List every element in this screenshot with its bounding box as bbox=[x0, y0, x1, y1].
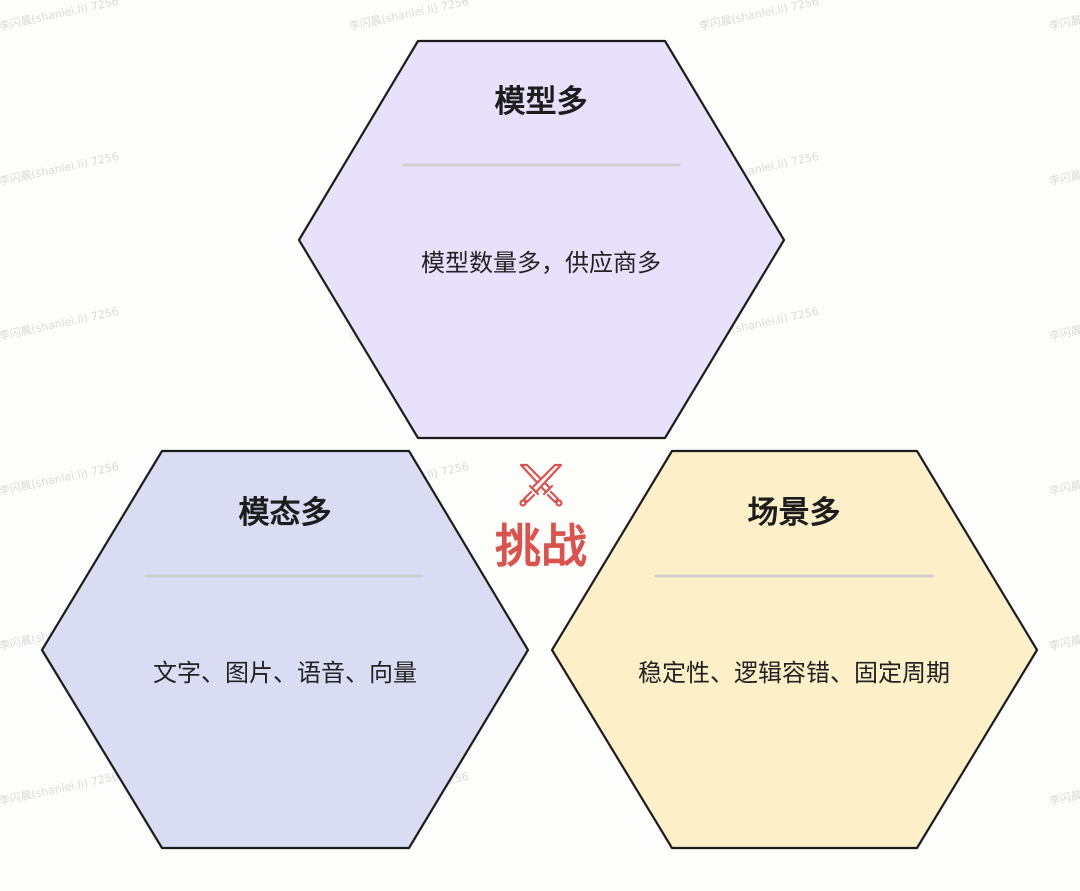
hexagon-modalities-shape bbox=[40, 449, 530, 850]
hexagon-models-title: 模型多 bbox=[495, 84, 588, 120]
watermark-text: 李闪晨(shanlei.li) 7256 bbox=[0, 0, 120, 33]
hexagon-modalities-title: 模态多 bbox=[239, 495, 332, 531]
watermark-text: 李闪晨(shanlei.li) 7256 bbox=[0, 769, 120, 808]
challenge-center: 挑战 bbox=[495, 463, 587, 573]
watermark-text: 李闪晨(shanlei.li) 7256 bbox=[698, 0, 820, 33]
watermark-text: 李闪晨(shanlei.li) 7256 bbox=[0, 149, 120, 188]
challenge-label: 挑战 bbox=[495, 519, 587, 573]
hexagon-modalities-description: 文字、图片、语音、向量 bbox=[153, 659, 417, 687]
watermark-text: 李闪晨(shanlei.li) 7256 bbox=[0, 459, 120, 498]
hexagon-scenarios: 场景多 稳定性、逻辑容错、固定周期 bbox=[550, 449, 1039, 850]
hexagon-models-description: 模型数量多，供应商多 bbox=[421, 249, 661, 277]
hexagon-models: 模型多 模型数量多，供应商多 bbox=[297, 39, 786, 440]
watermark-text: 李闪晨(shanlei.li) 7256 bbox=[1048, 614, 1080, 653]
hexagon-scenarios-shape bbox=[550, 449, 1039, 850]
crossed-swords-icon bbox=[519, 463, 563, 507]
watermark-text: 李闪晨(shanlei.li) 7256 bbox=[1048, 769, 1080, 808]
hexagon-scenarios-title: 场景多 bbox=[748, 495, 841, 531]
watermark-text: 李闪晨(shanlei.li) 7256 bbox=[1048, 304, 1080, 343]
watermark-text: 李闪晨(shanlei.li) 7256 bbox=[0, 304, 120, 343]
hexagon-models-shape bbox=[297, 39, 786, 440]
hexagon-modalities: 模态多 文字、图片、语音、向量 bbox=[40, 449, 530, 850]
watermark-text: 李闪晨(shanlei.li) 7256 bbox=[1048, 459, 1080, 498]
watermark-text: 李闪晨(shanlei.li) 7256 bbox=[348, 0, 470, 33]
watermark-text: 李闪晨(shanlei.li) 7256 bbox=[1048, 149, 1080, 188]
hexagon-scenarios-description: 稳定性、逻辑容错、固定周期 bbox=[638, 659, 950, 687]
watermark-text: 李闪晨(shanlei.li) 7256 bbox=[1048, 0, 1080, 33]
